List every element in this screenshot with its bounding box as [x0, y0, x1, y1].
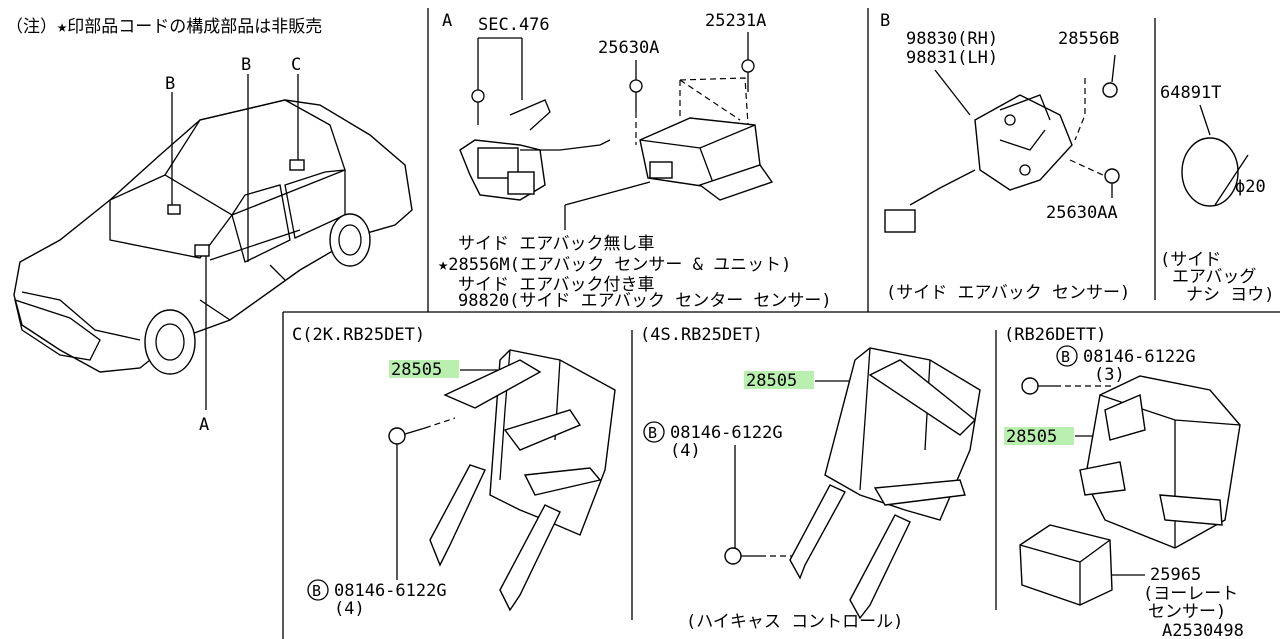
yaw-sensor-caption-1: (ヨーレート: [1143, 584, 1238, 604]
sensor-25965-label: 25965: [1150, 565, 1201, 585]
panel-d-title: (4S.RB25DET): [640, 325, 763, 345]
callout-b-2: B: [241, 55, 251, 75]
panel-c: C(2K.RB25DET) 28505 B 08146-6122G (4): [292, 325, 616, 619]
airbag-sensor-unit-label: ★28556M(エアバック センサー & ユニット): [438, 255, 791, 275]
bolt-25630aa-label: 25630AA: [1046, 203, 1118, 223]
bolt-25231a-label: 25231A: [705, 11, 766, 31]
bolt-08146-d-label: 08146-6122G: [670, 423, 783, 443]
panel-dividers: [282, 8, 1280, 639]
yaw-rate-sensor: [1019, 524, 1113, 606]
blank-cap: [1181, 137, 1239, 207]
panel-a-title: A: [442, 11, 452, 31]
bolt-08146-e-label: 08146-6122G: [1083, 347, 1196, 367]
callout-b-1: B: [165, 74, 175, 94]
part-28505-c-label: 28505: [391, 360, 442, 380]
cap-caption-1: (サイド: [1160, 250, 1221, 270]
non-sale-note: （注）★印部品コードの構成部品は非販売: [6, 17, 322, 37]
sec-476-label: SEC.476: [478, 15, 550, 35]
cap-diameter: ϕ20: [1235, 177, 1266, 197]
car-illustration: B B C A: [13, 55, 413, 435]
part-98831-label: 98831(LH): [906, 48, 998, 68]
cap-caption-2: エアバッグ: [1172, 267, 1256, 287]
panel-b-title: B: [880, 11, 890, 31]
bolt-08146-c-label: 08146-6122G: [334, 581, 447, 601]
bolt-qty-c: (4): [334, 599, 365, 619]
part-98830-label: 98830(RH): [906, 29, 998, 49]
cap-caption-3: ナシ ヨウ): [1186, 285, 1274, 305]
yaw-sensor-caption-2: センサー): [1148, 602, 1226, 622]
sensor-connector: [884, 209, 916, 233]
bolt-qty-e: (3): [1094, 365, 1125, 385]
circle-b-e: B: [1061, 348, 1070, 366]
circle-b-c: B: [312, 582, 321, 600]
center-sensor-label: 98820(サイド エアバック センター センサー): [458, 291, 832, 311]
no-side-airbag-label: サイド エアバック無し車: [458, 234, 655, 254]
part-28505-e-label: 28505: [1006, 427, 1057, 447]
circle-b-d: B: [648, 424, 657, 442]
panel-a: A SEC.476 25630A 25231A サイド エアバック無し車 ★28…: [438, 11, 832, 311]
panel-d: (4S.RB25DET) 28505 B 08146-6122G (4) (ハイ…: [640, 325, 981, 632]
part-28505-d-label: 28505: [746, 371, 797, 391]
cap-64891t-label: 64891T: [1160, 83, 1221, 103]
panel-c-title: C(2K.RB25DET): [292, 325, 425, 345]
side-sensor: [974, 94, 1073, 191]
bolt-qty-d: (4): [670, 441, 701, 461]
panel-e: (RB26DETT) B 08146-6122G (3) 28505 25965…: [1004, 325, 1241, 622]
diagram-id: A2530498: [1162, 621, 1244, 639]
callout-a: A: [199, 415, 209, 435]
nut-28556b-label: 28556B: [1058, 29, 1119, 49]
panel-e-title: (RB26DETT): [1004, 325, 1106, 345]
hicas-control-caption: (ハイキャス コントロール): [686, 612, 903, 632]
callout-c: C: [291, 55, 301, 75]
hicas-unit-c: [489, 349, 616, 536]
with-side-airbag-label: サイド エアバック付き車: [458, 275, 655, 295]
bolt-25630a-label: 25630A: [598, 38, 659, 58]
panel-b: B 98830(RH) 98831(LH) 28556B 25630AA (サイ…: [880, 11, 1274, 305]
side-sensor-caption: (サイド エアバック センサー): [886, 283, 1130, 303]
